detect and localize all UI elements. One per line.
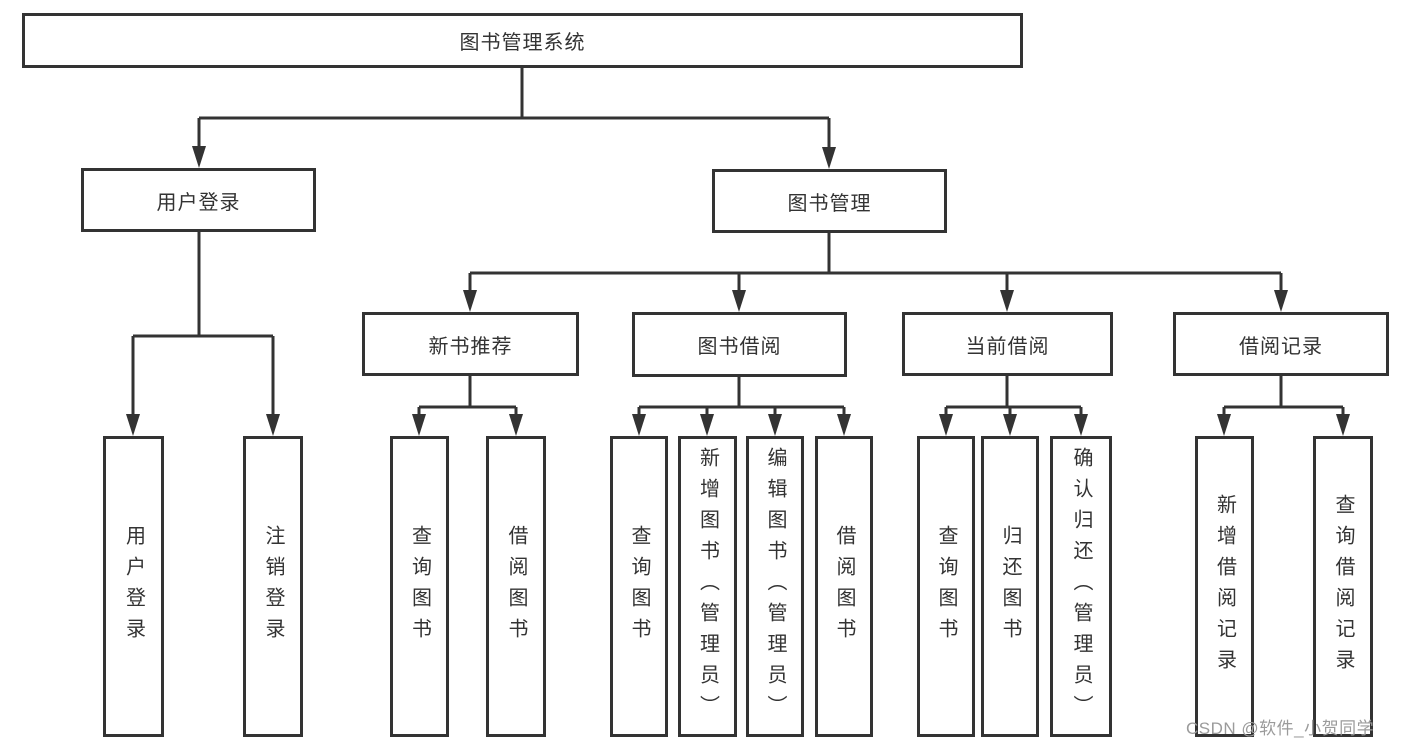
csdn-watermark: CSDN @软件_小贺同学 <box>1186 719 1375 738</box>
connector-borrowing-records-to-children <box>1217 376 1350 436</box>
node-book-management: 图书管理 <box>712 169 947 233</box>
leaf-borrow-books-borrowing: 借阅图书 <box>815 436 873 737</box>
node-current-borrowing: 当前借阅 <box>902 312 1113 376</box>
connector-current-borrowing-to-children <box>939 376 1088 436</box>
leaf-query-books-recommendation: 查询图书 <box>390 436 449 737</box>
node-borrowing-records: 借阅记录 <box>1173 312 1389 376</box>
leaf-borrow-books-recommendation: 借阅图书 <box>486 436 546 737</box>
leaf-edit-book-admin: 编辑图书（管理员） <box>746 436 804 737</box>
leaf-query-books-current: 查询图书 <box>917 436 975 737</box>
connector-user-login-to-children <box>126 232 280 436</box>
leaf-add-book-admin: 新增图书（管理员） <box>678 436 737 737</box>
connector-book-borrowing-to-children <box>632 377 851 436</box>
leaf-return-book: 归还图书 <box>981 436 1039 737</box>
node-book-borrowing: 图书借阅 <box>632 312 847 377</box>
leaf-logout: 注销登录 <box>243 436 303 737</box>
leaf-query-borrow-record: 查询借阅记录 <box>1313 436 1373 737</box>
connector-new-book-recommendation-to-children <box>412 376 523 436</box>
leaf-confirm-return-admin: 确认归还（管理员） <box>1050 436 1112 737</box>
connector-book-management-to-level3 <box>463 233 1288 312</box>
node-user-login: 用户登录 <box>81 168 316 232</box>
node-library-management-system: 图书管理系统 <box>22 13 1023 68</box>
connector-root-to-level2 <box>192 68 836 169</box>
node-new-book-recommendation: 新书推荐 <box>362 312 579 376</box>
leaf-add-borrow-record: 新增借阅记录 <box>1195 436 1254 737</box>
leaf-query-books-borrowing: 查询图书 <box>610 436 668 737</box>
leaf-user-login: 用户登录 <box>103 436 164 737</box>
